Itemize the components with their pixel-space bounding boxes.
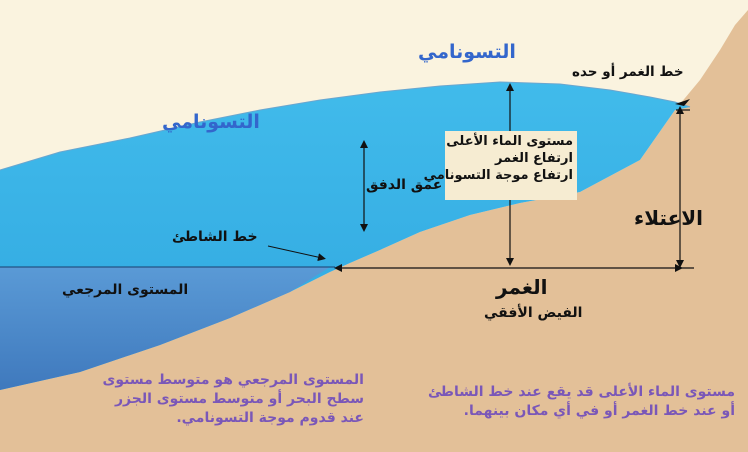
reference-level-note-line-3: عند قدوم موجة التسونامي. <box>176 409 364 426</box>
land-terrain <box>0 10 748 452</box>
height-labels: مستوى الماء الأعلى ارتفاع الغمر ارتفاع م… <box>423 134 573 185</box>
tsunami-label-top: التسونامي <box>418 41 516 63</box>
tsunami-surface-line <box>0 81 691 171</box>
tsunami-height-label: ارتفاع موجة التسونامي <box>423 167 573 183</box>
max-water-level-note: مستوى الماء الأعلى قد يقع عند خط الشاطئ … <box>407 383 735 421</box>
flow-depth-label: عمق الدفق <box>366 177 443 193</box>
runup-label: الاعتلاء <box>634 206 703 230</box>
sea-below-reference-level <box>0 267 330 390</box>
reference-level-note-line-1: المستوى المرجعي هو متوسط مستوى <box>102 372 364 388</box>
max-water-level-note-line-1: مستوى الماء الأعلى قد يقع عند خط الشاطئ <box>427 384 735 400</box>
shoreline-pointer-arrow <box>267 245 326 262</box>
inundation-limit-marker <box>675 99 690 106</box>
inundation-label: الغمر <box>496 275 548 299</box>
height-label-box <box>445 131 577 200</box>
tsunami-label-left: التسونامي <box>162 111 260 133</box>
reference-level-label: المستوى المرجعي <box>62 282 189 298</box>
shoreline-label: خط الشاطئ <box>172 229 258 245</box>
inundation-line-label: خط الغمر أو حده <box>572 64 684 80</box>
horizontal-inundation-label: الفيض الأفقي <box>484 305 583 321</box>
max-water-level-label: مستوى الماء الأعلى <box>446 134 573 149</box>
runup-height-label: ارتفاع الغمر <box>495 150 573 166</box>
reference-level-note-line-2: سطح البحر أو متوسط مستوى الجزر <box>114 390 364 407</box>
reference-level-note: المستوى المرجعي هو متوسط مستوى سطح البحر… <box>102 371 364 428</box>
max-water-level-note-line-2: أو عند خط الغمر أو في أي مكان بينهما. <box>463 402 735 419</box>
